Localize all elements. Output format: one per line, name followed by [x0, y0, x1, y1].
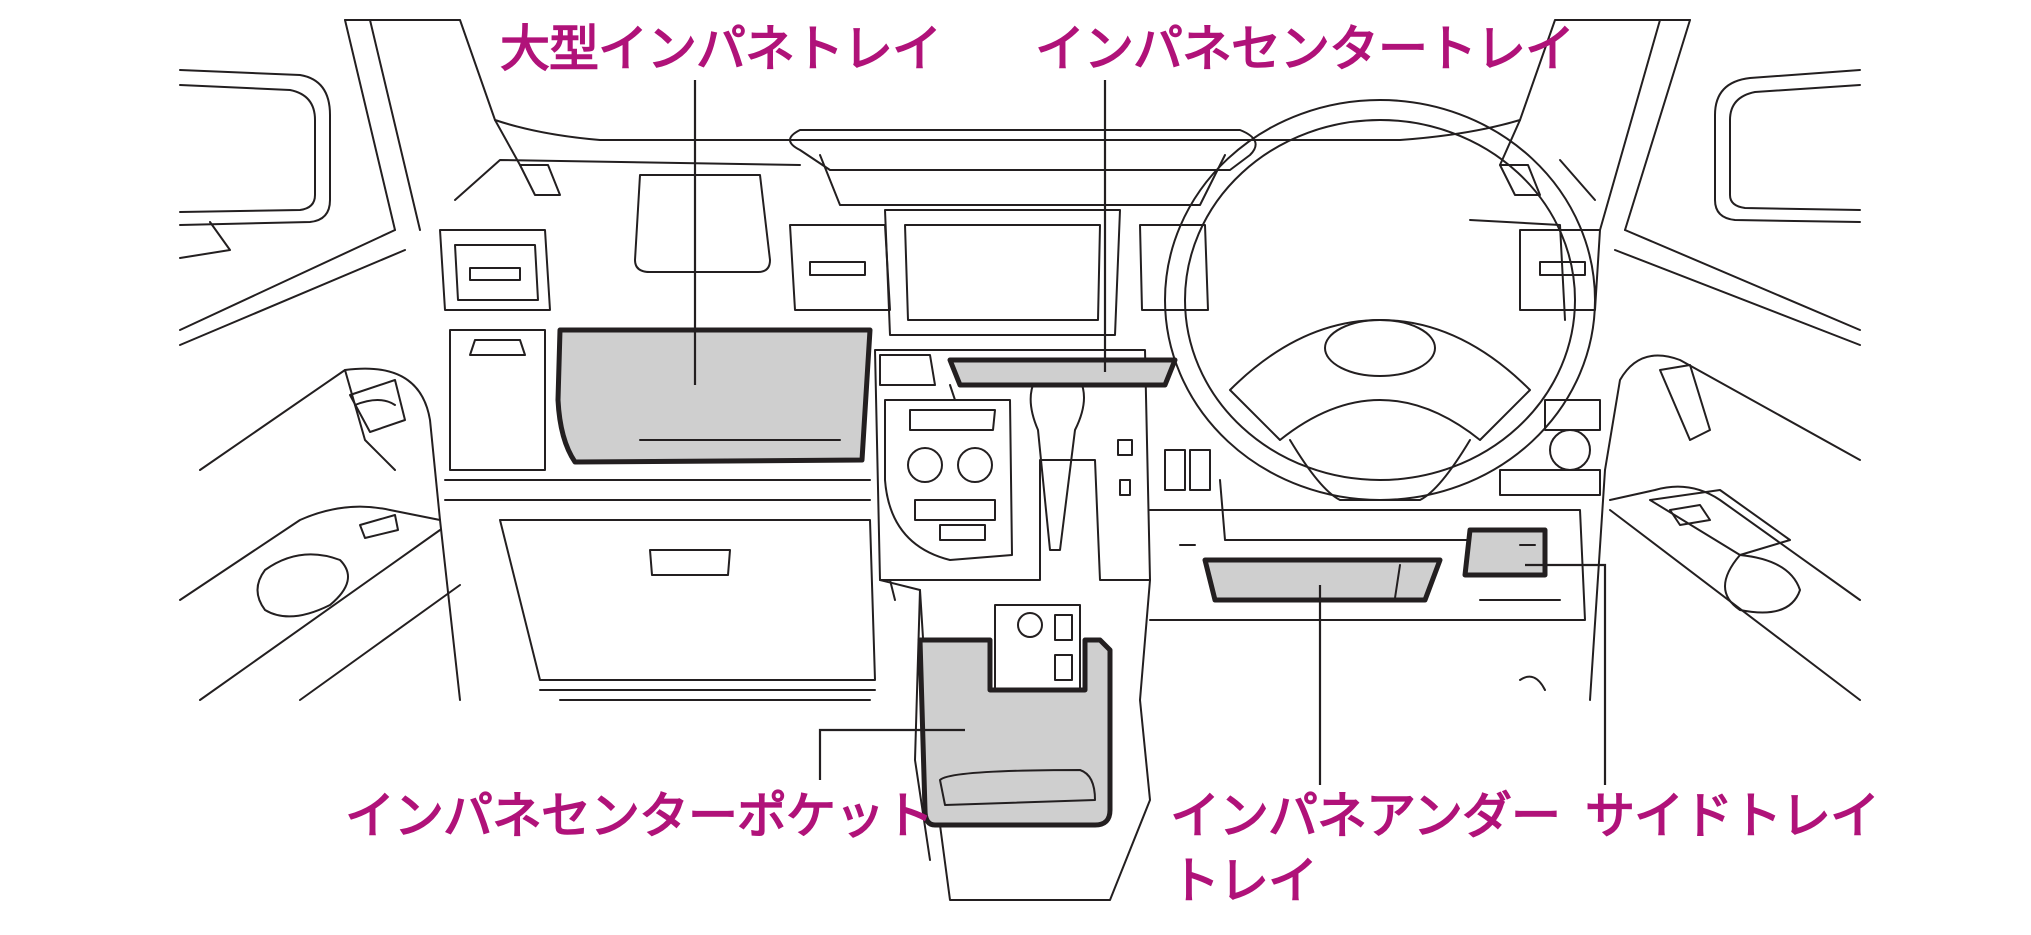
- left-vent: [439, 229, 551, 311]
- label-dash-center-tray: インパネセンタートレイ: [1035, 20, 1575, 78]
- leader-dash-center-pocket: [818, 728, 965, 780]
- dashboard-top: [454, 129, 1596, 273]
- left-mirror: [179, 69, 331, 259]
- side-tray-area: [1462, 527, 1548, 578]
- center-vent-right: [1139, 224, 1209, 311]
- left-door: [179, 229, 461, 701]
- label-dash-center-pocket: インパネセンターポケット: [345, 787, 934, 845]
- dash-center-tray-area: [947, 357, 1178, 401]
- center-vent-left: [789, 224, 891, 311]
- leader-side-tray: [1525, 563, 1607, 785]
- right-dashboard: [1164, 219, 1601, 546]
- right-door: [1589, 229, 1861, 701]
- large-dash-tray-area: [555, 327, 873, 465]
- dash-center-pocket-area: [917, 637, 1113, 828]
- steering-wheel: [1164, 99, 1596, 541]
- center-stack: [874, 349, 1151, 581]
- label-dash-under-tray-line1: インパネアンダー: [1170, 787, 1561, 845]
- label-dash-under-tray-line2: トレイ: [1170, 852, 1318, 910]
- label-side-tray: サイドトレイ: [1585, 787, 1880, 845]
- center-screen: [884, 209, 1121, 336]
- leader-lines: [693, 80, 1607, 785]
- dash-under-tray-area: [1202, 557, 1443, 603]
- label-large-dash-tray: 大型インパネトレイ: [500, 20, 942, 78]
- windshield-frame: [344, 19, 1691, 231]
- right-mirror: [1714, 69, 1861, 223]
